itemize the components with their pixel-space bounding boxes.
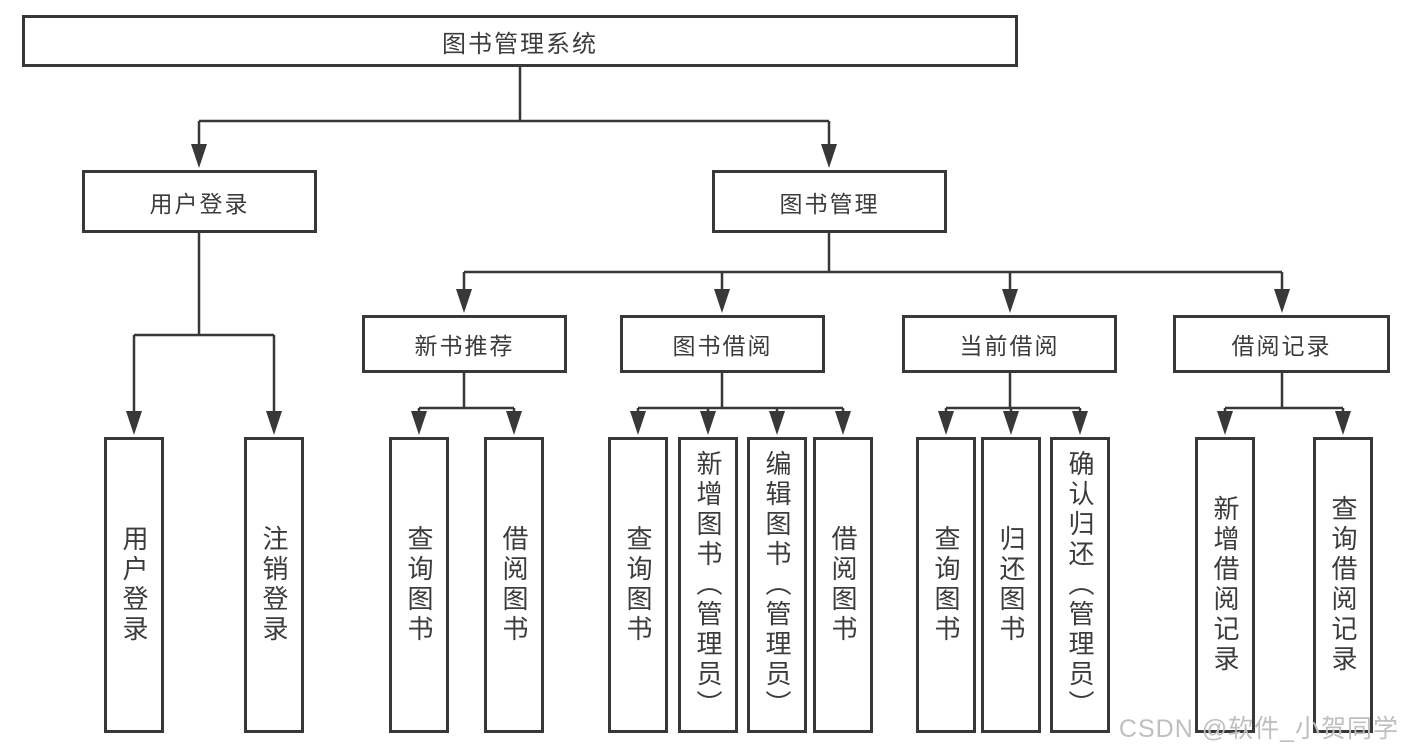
leaf-query-books-recommend: 查询图书 — [389, 437, 449, 733]
leaf-query-borrow-record: 查询借阅记录 — [1313, 437, 1373, 733]
leaf-edit-book-admin: 编辑图书（管理员） — [747, 437, 807, 733]
csdn-watermark: CSDN @软件_小贺同学 — [1118, 715, 1399, 743]
node-library-management-system: 图书管理系统 — [22, 15, 1018, 67]
arrowheads — [126, 144, 1351, 435]
leaf-add-borrow-record: 新增借阅记录 — [1195, 437, 1255, 733]
leaf-borrow-books-recommend: 借阅图书 — [484, 437, 544, 733]
leaf-confirm-return-admin: 确认归还（管理员） — [1050, 437, 1110, 733]
leaf-user-login: 用户登录 — [104, 437, 164, 733]
node-book-borrowing: 图书借阅 — [620, 315, 825, 373]
leaf-add-book-admin: 新增图书（管理员） — [678, 437, 738, 733]
node-borrowing-records: 借阅记录 — [1173, 315, 1390, 373]
leaf-query-books-current: 查询图书 — [916, 437, 976, 733]
node-new-book-recommendation: 新书推荐 — [362, 315, 567, 373]
leaf-borrow-books: 借阅图书 — [813, 437, 873, 733]
leaf-logout: 注销登录 — [244, 437, 304, 733]
leaf-query-books-borrowing: 查询图书 — [608, 437, 668, 733]
leaf-return-books: 归还图书 — [981, 437, 1041, 733]
node-book-management: 图书管理 — [712, 170, 947, 233]
node-user-login: 用户登录 — [82, 170, 317, 233]
node-current-borrowing: 当前借阅 — [902, 315, 1117, 373]
